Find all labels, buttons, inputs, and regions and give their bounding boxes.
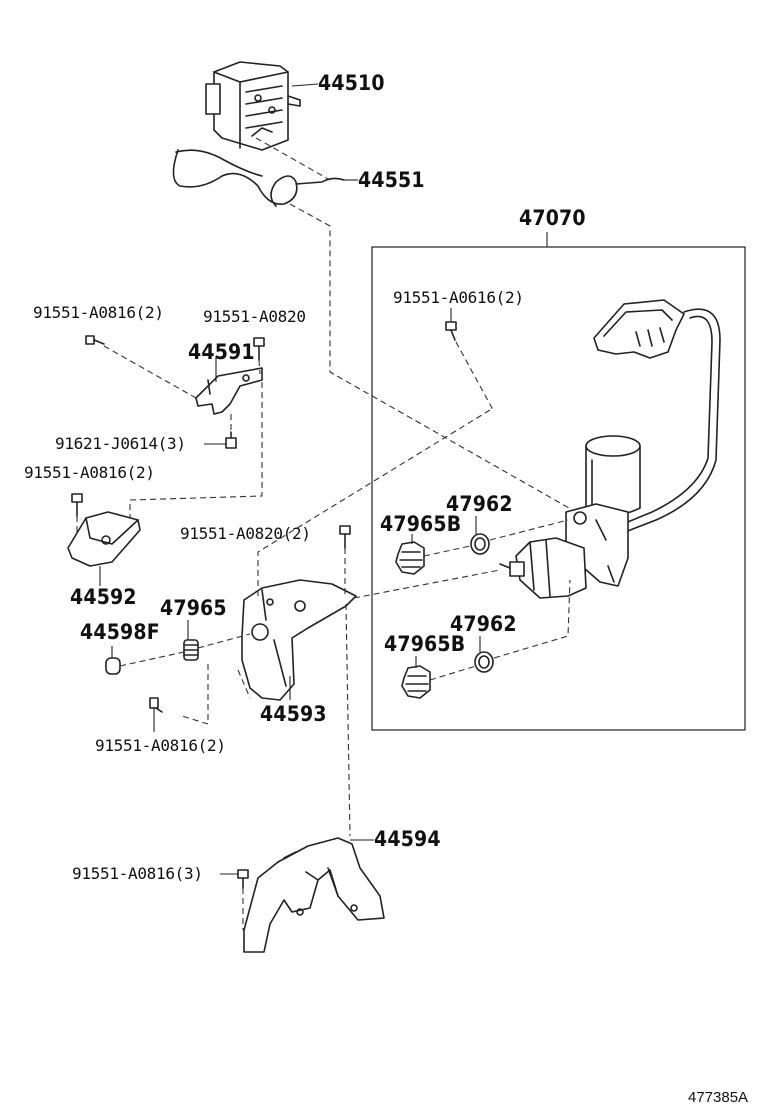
label-47070: 47070 (519, 206, 586, 230)
bracket-44593 (241, 579, 357, 701)
label-bolt-b1: 91551-A0816(2) (33, 303, 164, 322)
label-bolt-b4: 91551-A0816(2) (24, 463, 155, 482)
label-44598F: 44598F (80, 620, 160, 644)
assembly-frame-47070 (371, 246, 746, 731)
bolt-icon (445, 321, 457, 341)
cushion-44598F (105, 657, 121, 675)
label-47965B-upper: 47965B (380, 512, 462, 536)
bolt-icon (253, 337, 265, 361)
bolt-icon (237, 869, 249, 889)
label-47962-lower: 47962 (450, 612, 517, 636)
label-bolt-b5: 91551-A0820(2) (180, 524, 311, 543)
bolt-icon (85, 335, 105, 345)
bolt-icon (149, 697, 163, 713)
label-47965: 47965 (160, 596, 227, 620)
pump-assembly-47070 (499, 299, 721, 599)
bracket-44594 (243, 837, 385, 953)
reference-code: 477385A (688, 1089, 749, 1106)
label-44592: 44592 (70, 585, 137, 609)
wire-harness-44551 (172, 149, 345, 207)
grommet-47965B-upper (395, 541, 425, 575)
label-bolt-b3: 91621-J0614(3) (55, 434, 186, 453)
label-44591: 44591 (188, 340, 255, 364)
grommet-47965 (183, 639, 199, 661)
label-bolt-b7: 91551-A0816(3) (72, 864, 203, 883)
label-bolt-b8: 91551-A0616(2) (393, 288, 524, 307)
bracket-44591 (195, 367, 263, 415)
label-44593: 44593 (260, 702, 327, 726)
abs-actuator-44510 (205, 61, 301, 151)
ring-47962-lower (474, 651, 494, 673)
label-47962-upper: 47962 (446, 492, 513, 516)
bolt-icon (71, 493, 83, 517)
bolt-icon (225, 431, 237, 449)
ring-47962-upper (470, 533, 490, 555)
label-bolt-b2: 91551-A0820 (203, 307, 306, 326)
bolt-icon (339, 525, 351, 549)
label-47965B-lower: 47965B (384, 632, 466, 656)
bracket-44592 (67, 511, 141, 567)
label-44510: 44510 (318, 71, 385, 95)
label-44594: 44594 (374, 827, 441, 851)
label-44551: 44551 (358, 168, 425, 192)
label-bolt-b6: 91551-A0816(2) (95, 736, 226, 755)
grommet-47965B-lower (401, 665, 431, 699)
